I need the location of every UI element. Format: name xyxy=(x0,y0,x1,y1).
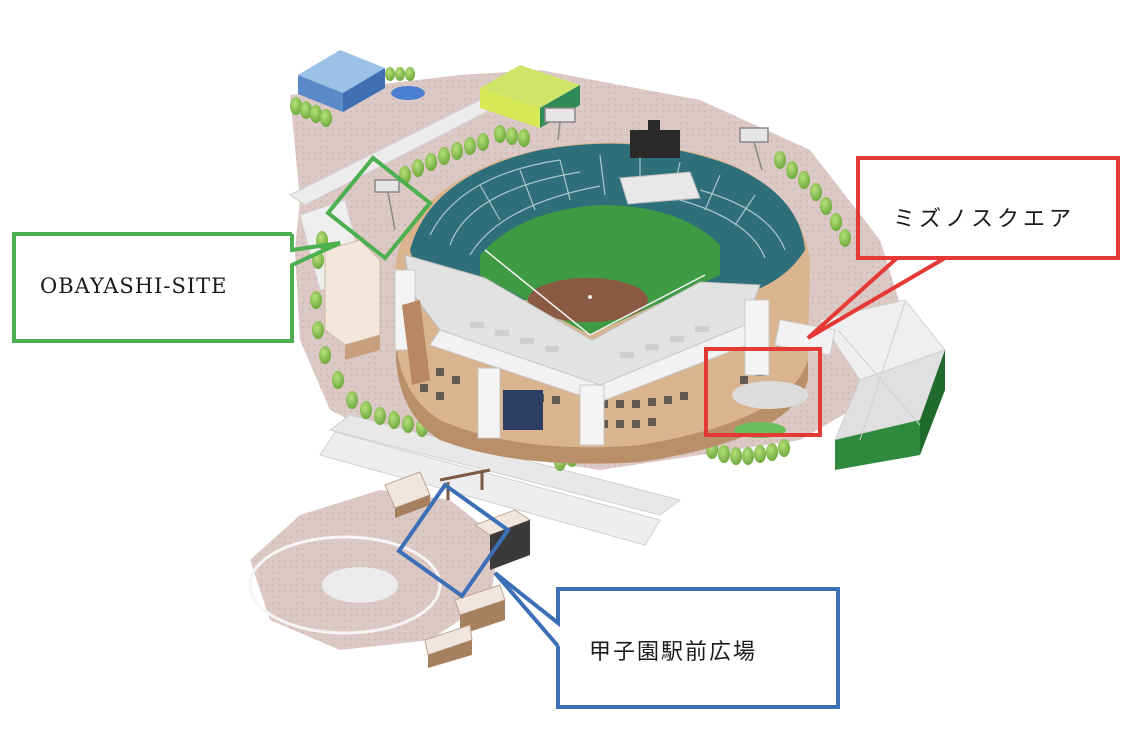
building-blue xyxy=(298,50,425,112)
station-plaza xyxy=(248,468,532,668)
grandstand-roof xyxy=(394,254,770,446)
light-towers xyxy=(374,107,769,231)
obayashi-site-label: OBAYASHI-SITE xyxy=(40,274,228,298)
koshien-callout xyxy=(396,482,840,709)
left-annex xyxy=(324,239,430,385)
koshien-station-plaza-label: 甲子園駅前広場 xyxy=(589,640,758,665)
obayashi-callout xyxy=(12,155,433,343)
mizuno-callout xyxy=(704,156,1120,437)
mizuno-building xyxy=(732,299,946,470)
playing-field xyxy=(480,205,720,336)
mizuno-square-label: ミズノスクエア xyxy=(893,207,1076,232)
